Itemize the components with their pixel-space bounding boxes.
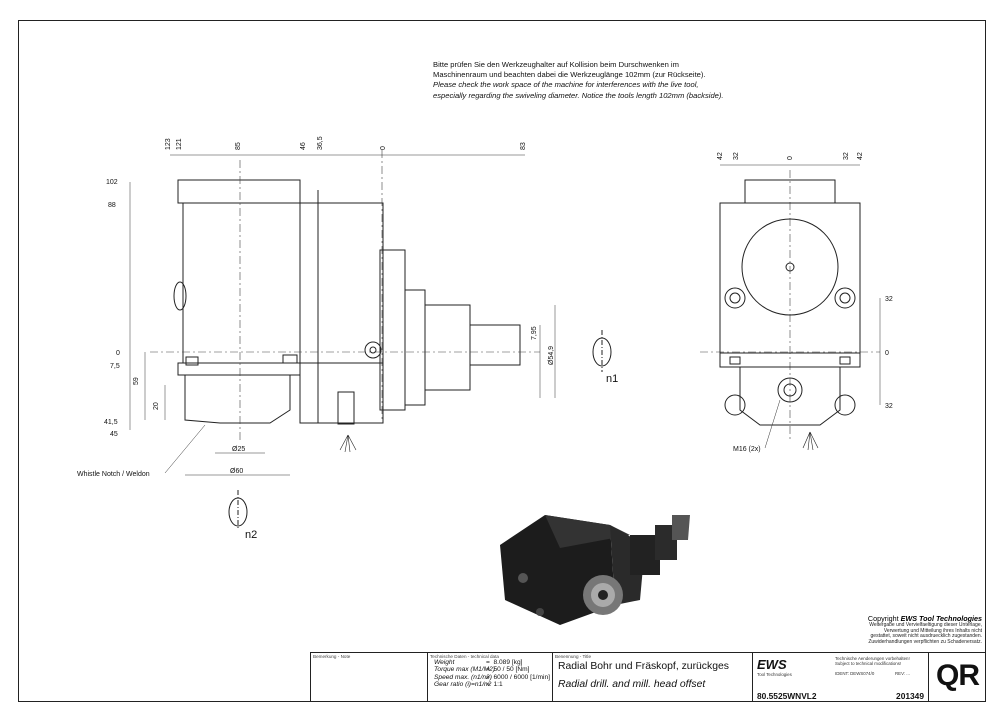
dim-side-right-32a: 32 [885, 296, 893, 303]
dim-side-0: 0 [787, 156, 794, 160]
name-caption: Benennung - Title [555, 654, 592, 659]
dim-36-5: 36,5 [317, 136, 324, 150]
top-block [177, 179, 301, 204]
dim-83: 83 [520, 142, 527, 150]
dim-46: 46 [300, 142, 307, 150]
coolant-icon [339, 431, 819, 453]
n2-label: n2 [245, 529, 257, 541]
copyright-block: Copyright EWS Tool Technologies Weiterga… [862, 615, 982, 645]
rev-field: REV: ... [895, 671, 910, 676]
dim-88: 88 [108, 202, 116, 209]
change-note: Technische Aenderungen vorbehalten! Subj… [835, 656, 910, 666]
dim-0-left: 0 [116, 350, 120, 357]
thread-label: M16 (2x) [733, 446, 761, 453]
title-cell: Benennung - Title Radial Bohr und Fräsko… [553, 653, 753, 701]
tech-caption: Technische Daten - technical data [430, 654, 499, 659]
dim-side-42b: 42 [857, 152, 864, 160]
dim-side-32a: 32 [733, 152, 740, 160]
note-german: Bitte prüfen Sie den Werkzeughalter auf … [433, 60, 706, 80]
dim-side-right-32b: 32 [885, 403, 893, 410]
dim-45: 45 [110, 431, 118, 438]
company-cell: EWS Tool Technologies Technische Aenderu… [753, 653, 929, 701]
whistle-notch-label: Whistle Notch / Weldon [77, 471, 150, 478]
top-dimensions: 123 121 85 46 36,5 0 83 [165, 136, 527, 150]
side-view [719, 179, 861, 426]
dim-side-42a: 42 [717, 152, 724, 160]
remark-caption: Bemerkung - Note [313, 654, 351, 659]
copyright-brand: EWS Tool Technologies [900, 614, 982, 623]
dim-side-32b: 32 [843, 152, 850, 160]
title-english: Radial drill. and mill. head offset [558, 679, 706, 690]
dim-41-5: 41,5 [104, 419, 118, 426]
dim-d54-9: Ø54,9 [548, 346, 555, 365]
note-english: Please check the work space of the machi… [433, 80, 724, 100]
article-number: 80.5525WNVL2 [757, 691, 817, 701]
copyright-text: Weitergabe und Vervielfaeltigung dieser … [868, 622, 982, 645]
tech-data-cell: Technische Daten - technical data Weight… [428, 653, 553, 701]
dim-d25: Ø25 [232, 446, 245, 453]
qr-cell: QR [929, 653, 985, 701]
qr-mark: QR [936, 659, 980, 692]
ews-logo: EWS [757, 657, 787, 672]
dim-102: 102 [106, 179, 118, 186]
dim-d60: Ø60 [230, 468, 243, 475]
dim-side-right-0: 0 [885, 350, 889, 357]
title-german: Radial Bohr und Fräskopf, zurückges [558, 661, 729, 672]
drawing-number: 201349 [896, 691, 924, 701]
left-dimensions: 102 88 0 7,5 59 20 41,5 45 [104, 179, 160, 438]
dim-123: 123 [165, 138, 172, 150]
dim-20: 20 [153, 402, 160, 410]
dim-85: 85 [235, 142, 242, 150]
dim-7-5: 7,5 [110, 363, 120, 370]
spec-values: = 8.089 [kg] = 50 / 50 [Nm] = 6000 / 600… [486, 659, 550, 689]
copyright-prefix: Copyright [867, 614, 901, 623]
housing [182, 202, 384, 364]
dim-7-95: 7,95 [531, 326, 538, 340]
product-render [500, 515, 690, 625]
collision-note: Bitte prüfen Sie den Werkzeughalter auf … [433, 60, 733, 101]
dim-0-top: 0 [380, 146, 387, 150]
ews-logo-sub: Tool Technologies [757, 672, 792, 677]
remark-cell: Bemerkung - Note [311, 653, 428, 701]
ident-field: IDENT: DEWS074/0 [835, 671, 875, 676]
dim-59: 59 [133, 377, 140, 385]
spec-labels: Weight Torque max (M1/M2) Speed max. (n1… [434, 659, 495, 689]
title-block: Bemerkung - Note Technische Daten - tech… [310, 652, 986, 702]
dim-121: 121 [176, 138, 183, 150]
side-top-dimensions: 42 32 0 32 42 [717, 152, 864, 160]
n1-label: n1 [606, 373, 618, 385]
